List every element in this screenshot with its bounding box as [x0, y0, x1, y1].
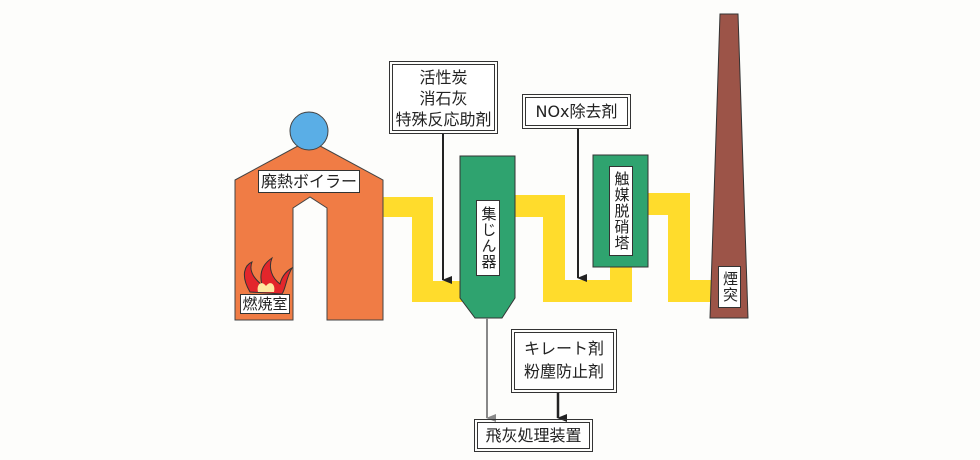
boiler-label: 廃熱ボイラー: [258, 170, 360, 193]
reagent-slaked-lime: 消石灰: [419, 89, 468, 108]
fly-ash-treatment-box: 飛灰処理装置: [474, 419, 593, 452]
reagent-activated-carbon: 活性炭: [419, 68, 468, 87]
duct-collector-catalyst: [515, 195, 632, 302]
chelate-agent: キレート剤: [523, 339, 604, 358]
chimney: [709, 13, 749, 319]
flame-icon: [243, 256, 294, 295]
dust-suppressant: 粉塵防止剤: [523, 362, 604, 381]
catalyst-tower-label: 触媒脱硝塔: [609, 166, 633, 256]
combustion-chamber-label: 燃焼室: [240, 294, 290, 314]
nox-remover-box: NOx除去剤: [522, 94, 631, 129]
duct-catalyst-chimney: [648, 193, 714, 302]
waste-heat-boiler: [234, 139, 384, 321]
chelate-box: キレート剤 粉塵防止剤: [511, 329, 617, 393]
reagent-special-aid: 特殊反応助剤: [395, 110, 492, 129]
chimney-label: 煙突: [718, 266, 741, 308]
boiler-drum: [289, 111, 329, 151]
duct-boiler-collector: [383, 197, 462, 302]
dust-collector-label: 集じん器: [476, 200, 500, 276]
reagent-box: 活性炭 消石灰 特殊反応助剤: [389, 61, 498, 134]
